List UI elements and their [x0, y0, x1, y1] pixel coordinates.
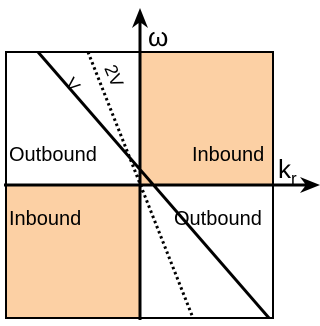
quadrant-bottom-left-inbound [6, 185, 140, 318]
x-axis-label-subscript: r [291, 169, 297, 188]
region-label-top-left: Outbound [9, 144, 97, 166]
y-axis-arrow-icon [132, 8, 148, 28]
quadrant-top-left [6, 52, 140, 185]
y-axis-label: ω [148, 22, 168, 52]
region-label-bottom-right: Outbound [174, 208, 262, 230]
region-label-top-right: Inbound [192, 144, 264, 166]
x-axis-arrow-icon [300, 177, 320, 193]
velocity-line-2v [86, 52, 195, 318]
x-axis-label-main: k [278, 154, 292, 184]
region-label-bottom-left: Inbound [9, 208, 81, 230]
x-axis-label: kr [278, 154, 297, 188]
quadrant-top-right-inbound [140, 52, 273, 185]
